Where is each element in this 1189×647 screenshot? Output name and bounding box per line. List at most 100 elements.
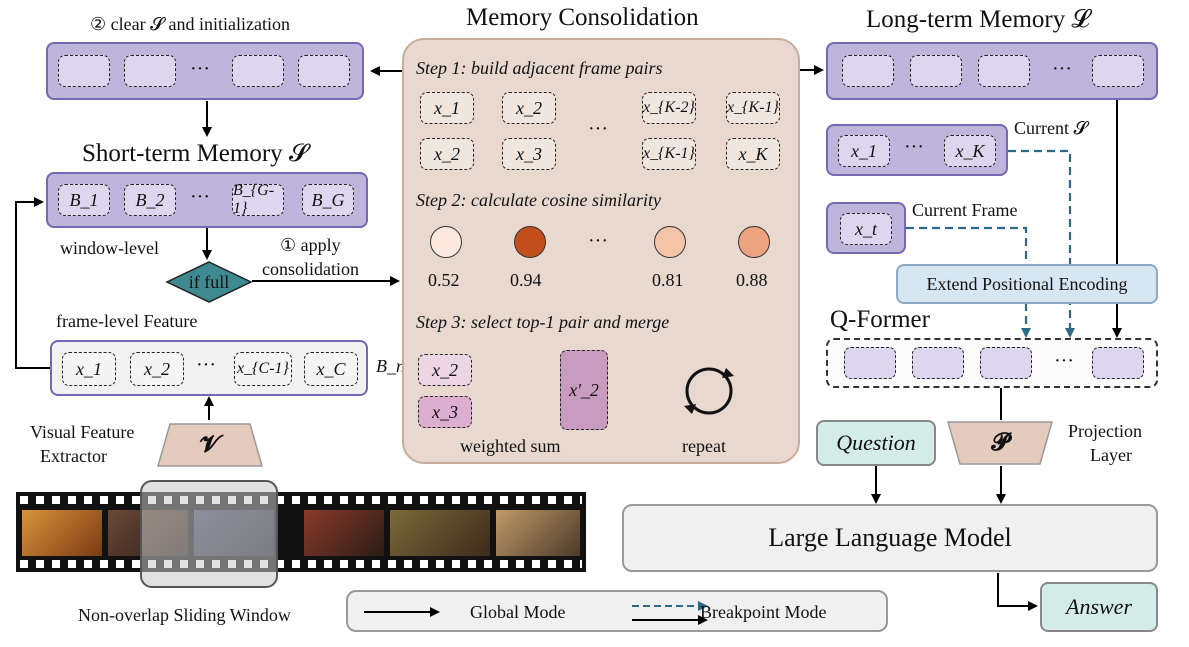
short-term-slot: B_{G-1} [232, 182, 284, 217]
visual-extractor-trapezoid [157, 423, 263, 467]
memory-consolidation-panel: Step 1: build adjacent frame pairs x_1 x… [402, 38, 800, 464]
memory-slot [910, 55, 962, 87]
frame-slot: x_2 [130, 352, 184, 386]
window-level-label: window-level [60, 238, 159, 258]
ellipsis: ··· [1054, 350, 1074, 372]
short-term-memory-title: Short-term Memory 𝓢 [82, 140, 309, 167]
qformer-title: Q-Former [830, 306, 930, 333]
global-mode-arrow [364, 607, 440, 617]
projection-symbol: 𝓟 [991, 429, 1009, 456]
memory-slot [124, 55, 176, 87]
sliding-window-label: Non-overlap Sliding Window [78, 605, 291, 625]
memory-slot [58, 55, 110, 87]
video-frame [22, 510, 102, 556]
film-perforation [20, 560, 582, 568]
ellipsis: ··· [904, 136, 924, 158]
step3-label: Step 3: select top-1 pair and merge [416, 312, 670, 332]
memory-slot [978, 55, 1030, 87]
if-full-diamond [165, 261, 253, 303]
similarity-circle [654, 226, 686, 258]
ellipsis: ··· [588, 118, 608, 140]
similarity-circle [514, 226, 546, 258]
sliding-window-overlay [140, 480, 278, 588]
qformer-slot [980, 347, 1032, 379]
qformer-slot [1092, 347, 1144, 379]
similarity-value: 0.88 [736, 270, 768, 290]
ellipsis: ··· [190, 58, 210, 80]
qformer-bar: ··· [826, 338, 1158, 388]
breakpoint-mode-arrows [632, 601, 708, 625]
pair-slot-bottom: x_2 [420, 138, 474, 170]
step1-label: Step 1: build adjacent frame pairs [416, 58, 663, 78]
answer-box: Answer [1040, 582, 1158, 632]
apply-label: ① apply [280, 235, 341, 255]
pair-slot-top: x_2 [502, 92, 556, 124]
frame-slot: x_C [304, 352, 358, 386]
short-term-slot: B_1 [58, 184, 110, 216]
consolidation-label: consolidation [262, 259, 359, 279]
video-frame [304, 510, 384, 556]
short-term-slot: B_2 [124, 184, 176, 216]
pair-slot-top: x_{K-2} [642, 92, 696, 124]
if-full-label: if full [188, 271, 230, 292]
pair-slot-bottom: x_3 [502, 138, 556, 170]
extractor-label-1: Visual Feature [30, 422, 135, 442]
similarity-circle [738, 226, 770, 258]
extend-positional-encoding: Extend Positional Encoding [896, 264, 1158, 304]
frame-slot: x_{C-1} [234, 352, 292, 386]
extractor-symbol: 𝓥 [200, 431, 220, 458]
legend: Global Mode Breakpoint Mode [346, 590, 888, 632]
video-frame [496, 510, 580, 556]
video-film-strip [16, 492, 586, 572]
memory-slot [1092, 55, 1144, 87]
legend-global: Global Mode [470, 602, 566, 622]
long-term-memory-bar: ··· [826, 42, 1158, 100]
current-frame-label: Current Frame [912, 200, 1018, 220]
bn-label: B_n [376, 356, 405, 376]
short-term-slot: B_G [302, 184, 354, 216]
long-term-memory-title: Long-term Memory 𝓛 [866, 6, 1090, 33]
weighted-sum-label: weighted sum [460, 436, 561, 456]
merge-input-bottom: x_3 [418, 396, 472, 428]
repeat-label: repeat [682, 436, 726, 456]
merge-result: x'_2 [560, 350, 608, 430]
video-frame [390, 510, 490, 556]
ellipsis: ··· [1052, 58, 1072, 80]
current-s-slot: x_K [944, 135, 996, 167]
memory-slot [298, 55, 350, 87]
ellipsis: ··· [196, 354, 216, 376]
repeat-icon [684, 367, 734, 415]
current-frame-bar: x_t [826, 202, 906, 254]
projection-trapezoid [947, 421, 1053, 465]
current-frame-slot: x_t [840, 213, 892, 245]
qformer-slot [844, 347, 896, 379]
ellipsis: ··· [190, 186, 210, 208]
short-term-memory-bar: B_1 B_2 ··· B_{G-1} B_G [46, 172, 368, 228]
frame-level-label: frame-level Feature [56, 311, 198, 331]
question-box: Question [816, 420, 936, 466]
similarity-circle [430, 226, 462, 258]
memory-consolidation-title: Memory Consolidation [466, 4, 699, 31]
current-s-bar: x_1 ··· x_K [826, 124, 1008, 176]
pair-slot-top: x_1 [420, 92, 474, 124]
qformer-slot [912, 347, 964, 379]
merge-input-top: x_2 [418, 354, 472, 386]
extractor-label-2: Extractor [40, 446, 107, 466]
legend-breakpoint: Breakpoint Mode [700, 602, 827, 622]
clear-label: ② clear 𝓢 and initialization [90, 14, 290, 34]
frame-feature-bar: x_1 x_2 ··· x_{C-1} x_C [50, 340, 368, 396]
memory-slot [842, 55, 894, 87]
current-s-label: Current 𝓢 [1014, 118, 1088, 138]
projection-label-1: Projection [1068, 421, 1142, 441]
ellipsis: ··· [588, 230, 608, 252]
pair-slot-bottom: x_{K-1} [642, 138, 696, 170]
film-perforation [20, 496, 582, 504]
projection-label-2: Layer [1090, 445, 1132, 465]
similarity-value: 0.81 [652, 270, 684, 290]
pair-slot-top: x_{K-1} [726, 92, 780, 124]
similarity-value: 0.94 [510, 270, 542, 290]
reinitialized-memory-bar: ··· [46, 42, 364, 100]
pair-slot-bottom: x_K [726, 138, 780, 170]
frame-slot: x_1 [62, 352, 116, 386]
similarity-value: 0.52 [428, 270, 460, 290]
